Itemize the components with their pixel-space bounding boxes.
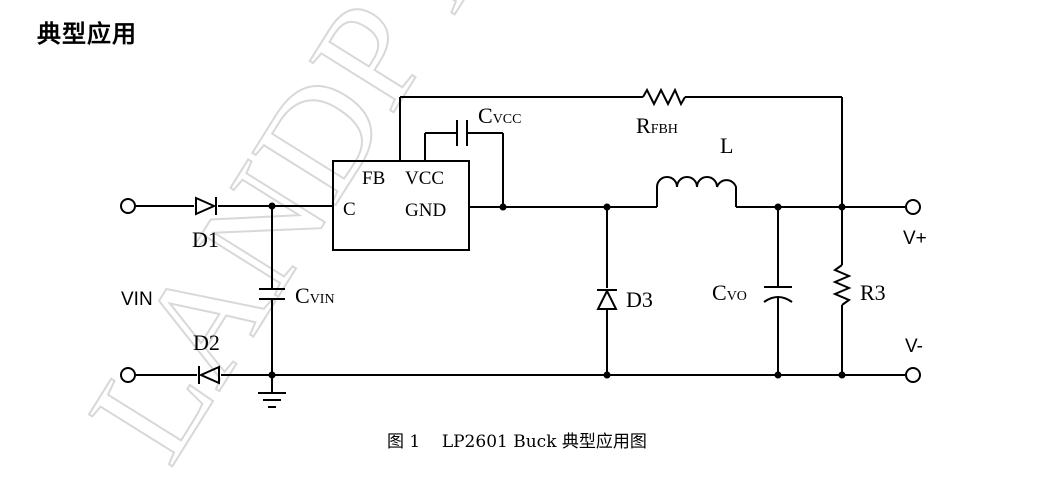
label-d3: D3 (626, 287, 653, 312)
ic-lp2601 (332, 160, 470, 251)
label-d1: D1 (192, 227, 219, 252)
ic-pin-vcc: VCC (405, 168, 444, 189)
label-rfbh: RFBH (636, 113, 678, 138)
label-cvcc: CVCC (478, 103, 521, 128)
ic-pin-fb: FB (362, 168, 385, 189)
diode-d3 (596, 288, 618, 310)
capacitor-cvin (259, 288, 285, 300)
label-r3: R3 (860, 280, 886, 305)
junction-dots (268, 202, 846, 379)
resistor-rfbh (642, 87, 686, 107)
label-vplus: V+ (903, 228, 927, 249)
diode-d2 (198, 365, 220, 385)
diode-d1 (195, 196, 217, 216)
resistor-r3 (832, 264, 852, 306)
inductor-l (656, 176, 737, 207)
figure-caption: 图 1 LP2601 Buck 典型应用图 (387, 432, 647, 452)
label-inductor: L (720, 133, 733, 158)
terminal-vin-plus (120, 198, 136, 214)
terminal-vin-minus (120, 367, 136, 383)
section-heading: 典型应用 (37, 20, 137, 48)
label-cvin: CVIN (295, 283, 335, 308)
ic-pin-c: C (343, 199, 356, 220)
ground-symbol (258, 392, 286, 408)
ic-pin-gnd: GND (405, 200, 446, 221)
capacitor-cvo (763, 286, 793, 303)
terminal-vout-minus (905, 367, 921, 383)
label-cvo: CVO (712, 280, 747, 305)
label-vminus: V- (905, 336, 923, 357)
wires (136, 96, 905, 392)
capacitor-cvcc (456, 120, 468, 146)
label-d2: D2 (193, 330, 220, 355)
label-vin: VIN (121, 289, 153, 310)
terminal-vout-plus (905, 199, 921, 215)
